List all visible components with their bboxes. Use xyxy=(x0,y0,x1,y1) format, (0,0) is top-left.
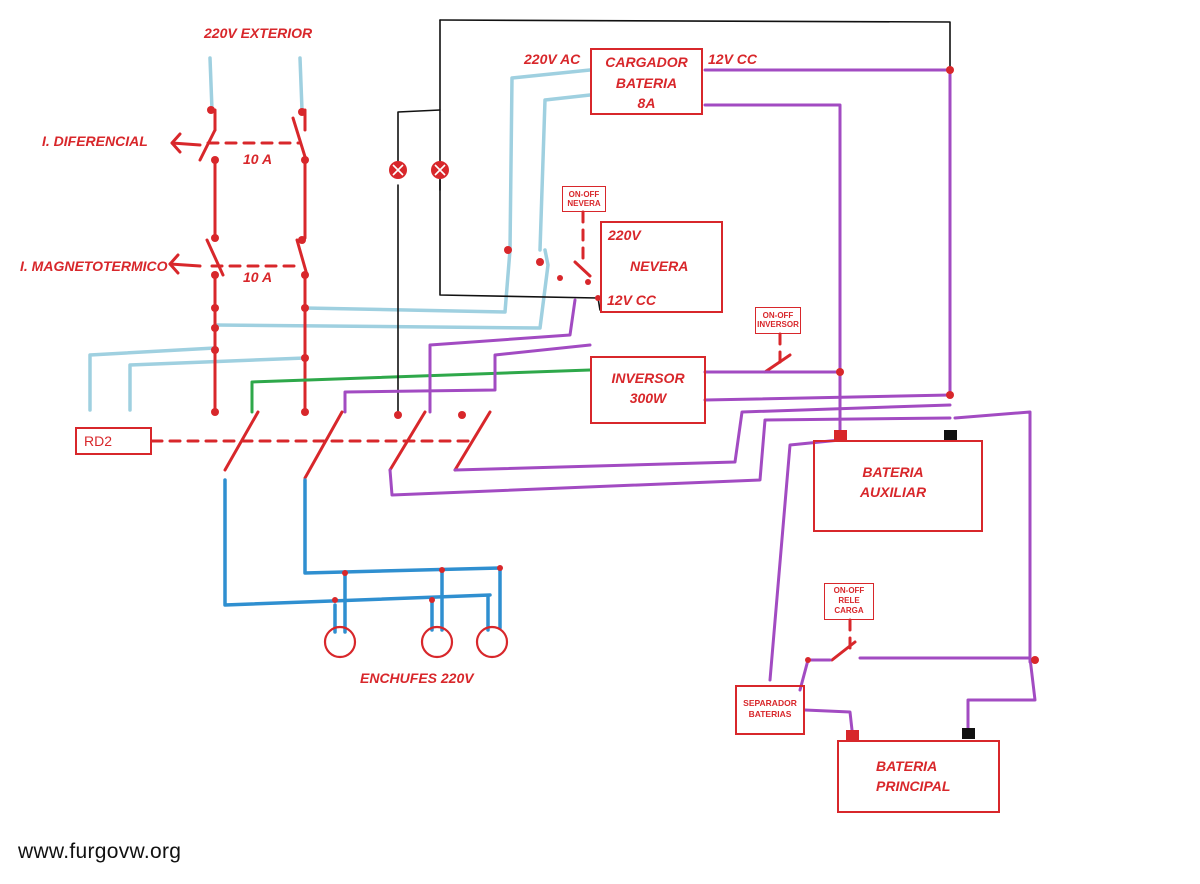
relay-rd2-label: RD2 xyxy=(84,433,113,449)
relay-rd2-box xyxy=(75,427,152,455)
separador-line2: BATERIAS xyxy=(748,709,792,719)
label-magnetotermico: I. MAGNETOTERMICO xyxy=(20,258,168,274)
bateria-auxiliar-line1: BATERIA xyxy=(862,464,924,480)
positive-terminal-icon xyxy=(834,430,847,441)
bateria-principal-line2: PRINCIPAL xyxy=(876,778,951,794)
wires-red-main xyxy=(168,108,857,662)
switch-rele-line2: RELE xyxy=(838,596,860,605)
label-220v-exterior: 220V EXTERIOR xyxy=(204,25,313,41)
switch-inversor-line2: INVERSOR xyxy=(757,320,799,329)
nevera-ac-label: 220V xyxy=(608,227,641,243)
negative-terminal-icon xyxy=(944,430,957,441)
label-cargador-ac: 220V AC xyxy=(524,51,581,67)
switch-rele-line3: CARGA xyxy=(834,606,864,615)
watermark: www.furgovw.org xyxy=(18,840,182,863)
junction-dots xyxy=(207,66,1039,664)
cargador-bateria-box xyxy=(590,48,703,115)
bateria-principal-line1: BATERIA xyxy=(876,758,938,774)
label-diferencial: I. DIFERENCIAL xyxy=(42,133,148,149)
wires-12v xyxy=(343,68,1037,732)
switch-inversor-box xyxy=(755,307,801,334)
separador-line1: SEPARADOR xyxy=(743,698,797,708)
bateria-auxiliar-line2: AUXILIAR xyxy=(859,484,927,500)
cargador-line3: 8A xyxy=(637,95,656,111)
inversor-line2: 300W xyxy=(629,390,667,406)
negative-terminal-icon xyxy=(962,728,975,739)
positive-terminal-icon xyxy=(846,730,859,741)
wire-green xyxy=(250,368,592,414)
wires-outlets xyxy=(223,478,502,634)
bateria-principal-box xyxy=(837,740,1000,813)
inversor-line1: INVERSOR xyxy=(611,370,685,386)
nevera-title: NEVERA xyxy=(630,258,689,274)
switch-rele-line1: ON-OFF xyxy=(833,586,865,595)
switch-nevera-box xyxy=(562,186,606,212)
wires-red-dashed xyxy=(150,141,852,650)
separador-baterias-box xyxy=(735,685,805,735)
switch-nevera-line1: ON-OFF xyxy=(568,190,600,199)
inversor-box xyxy=(590,356,706,424)
switch-inversor-line1: ON-OFF xyxy=(762,311,794,320)
cargador-line1: CARGADOR xyxy=(605,54,688,70)
wires-black xyxy=(397,19,951,413)
bateria-auxiliar-box xyxy=(813,440,983,532)
switch-nevera-line2: NEVERA xyxy=(567,199,601,208)
label-enchufes: ENCHUFES 220V xyxy=(360,670,474,686)
outlet-icon xyxy=(323,625,509,659)
nevera-box xyxy=(600,221,723,313)
label-diferencial-rating: 10 A xyxy=(243,151,273,167)
switch-rele-box xyxy=(824,583,874,620)
wires-220v-ac xyxy=(88,56,592,412)
label-cargador-cc: 12V CC xyxy=(708,51,758,67)
label-magnetotermico-rating: 10 A xyxy=(243,269,273,285)
nevera-dc-label: 12V CC xyxy=(607,292,657,308)
cargador-line2: BATERIA xyxy=(615,75,678,91)
